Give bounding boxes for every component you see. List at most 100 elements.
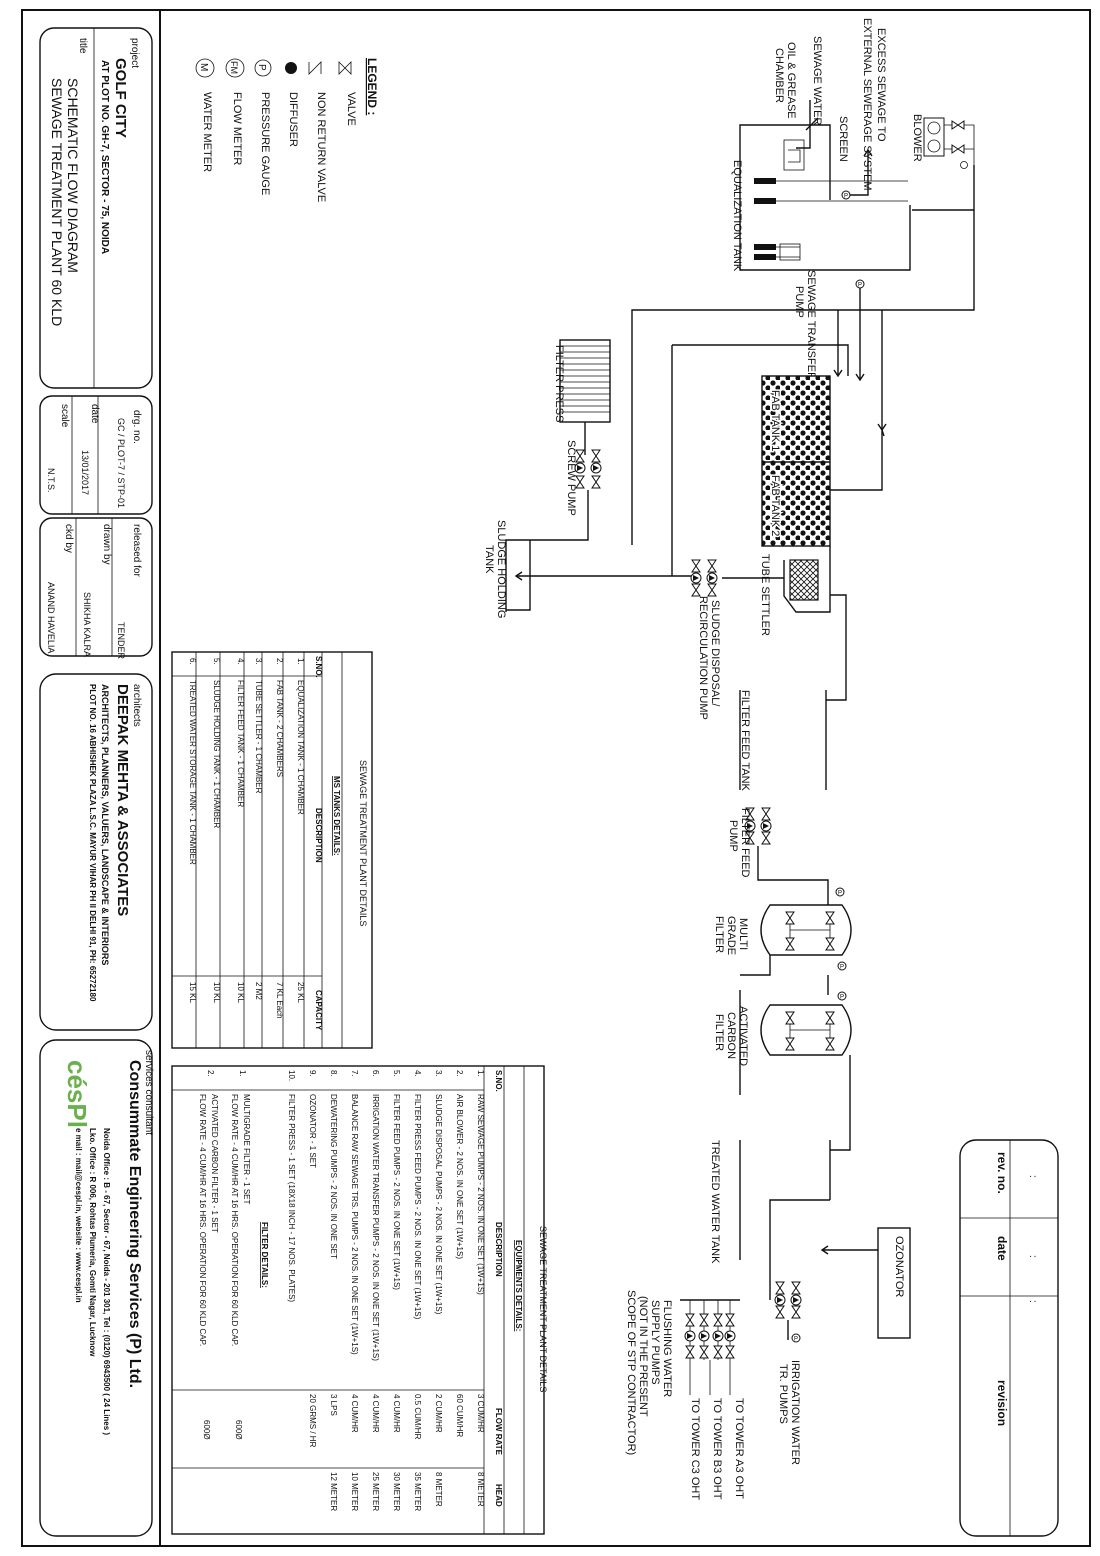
drawing-number: GC / PLOT-7 / STP-01	[116, 418, 126, 508]
checked-value: ANAND HAVELIA	[46, 582, 56, 653]
tank-row-sno: 3.	[254, 658, 263, 665]
equipment-row-sno: 10.	[287, 1070, 296, 1081]
excess-sewage-line2: EXTERNAL SEWERAGE SYSTEM	[861, 18, 873, 191]
tank-row-capacity: 10 KL	[212, 982, 221, 1003]
tank-row-capacity: 15 KL	[188, 982, 197, 1003]
equipment-row-sno: 6.	[371, 1070, 380, 1077]
drawn-label: drawn by	[101, 524, 112, 565]
tank-row-sno: 5.	[212, 658, 221, 665]
equipment-row-sno: 1.	[476, 1070, 485, 1077]
equipment-row-description: SLUDGE DISPOSAL PUMPS - 2 NOS. IN ONE SE…	[434, 1094, 443, 1315]
legend-label-flow-meter: FLOW METER	[231, 92, 243, 165]
filter-row-line2: FLOW RATE - 4 CUM/HR AT 16 HRS. OPERATIO…	[198, 1094, 207, 1346]
equipment-row-head: 8 METER	[476, 1472, 485, 1507]
equipment-table-title: SEWAGE TREATMENT PLANT DETAILS	[538, 1226, 548, 1392]
tank-row-sno: 4.	[236, 658, 245, 665]
irrigation-pump-line2: TR. PUMPS	[777, 1364, 789, 1424]
non-return-valve-icon	[308, 61, 322, 75]
equipment-row-sno: 9.	[308, 1070, 317, 1077]
legend: LEGEND : VALVE NON RETURN VALVE DIFFUSER…	[195, 58, 379, 202]
rev-text-blank: :	[1027, 1300, 1038, 1303]
screen-label: SCREEN	[837, 116, 849, 162]
tank-row-sno: 2.	[275, 658, 284, 665]
filter-row-size: 600Ø	[234, 1420, 243, 1440]
equipment-row-sno: 3.	[434, 1070, 443, 1077]
pressure-gauge-icon: P	[254, 59, 272, 77]
legend-label-valve: VALVE	[345, 92, 357, 126]
irrigation-pump-icon	[774, 1281, 802, 1319]
filter-feed-pump-line1: FILTER FEED	[739, 808, 751, 878]
equipment-row-flow: 4 CUM/HR	[371, 1394, 380, 1433]
filter-row-line2: FLOW RATE - 4 CUM/HR AT 16 HRS. OPERATIO…	[230, 1094, 239, 1346]
tanks-table: SEWAGE TREATMENT PLANT DETAILS MS TANKS …	[171, 651, 373, 1049]
architects-label: architects	[131, 684, 142, 727]
tank-row-capacity: 25 KL	[296, 982, 305, 1003]
tanks-header-capacity: CAPACITY	[314, 990, 323, 1031]
tank-row-description: FILTER FEED TANK - 1 CHAMBER	[236, 680, 245, 807]
equipment-row-head: 10 METER	[350, 1472, 359, 1511]
oil-grease-chamber	[783, 139, 805, 171]
sludge-pump-icon	[690, 559, 718, 597]
tanks-header-description: DESCRIPTION	[314, 808, 323, 863]
tank-row-capacity: 10 KL	[236, 982, 245, 1003]
legend-title: LEGEND :	[365, 58, 379, 115]
tower-c3-label: TO TOWER C3 OHT	[689, 1398, 701, 1500]
multigrade-filter-line1: MULTI	[737, 918, 749, 950]
drawing-title-line1: SCHEMATIC FLOW DIAGRAM	[65, 78, 81, 273]
title-label: title	[77, 38, 88, 54]
water-meter-icon: M	[195, 58, 215, 78]
carbon-filter-line3: FILTER	[713, 1014, 725, 1051]
tank-row-description: TUBE SETTLER - 1 CHAMBER	[254, 680, 263, 794]
ozonator-box	[877, 1227, 911, 1339]
sewage-water-label: SEWAGE WATER	[811, 36, 823, 125]
released-value: TENDER	[116, 622, 126, 660]
title-strip: project GOLF CITY AT PLOT NO. GH-7, SECT…	[39, 27, 154, 1537]
architect-box	[39, 673, 153, 1031]
equipment-header-description: DESCRIPTION	[494, 1222, 503, 1277]
tower-a3-label: TO TOWER A3 OHT	[733, 1398, 745, 1499]
equipment-header-head: HEAD	[494, 1484, 503, 1507]
equipment-row-head: 25 METER	[371, 1472, 380, 1511]
rev-date-blank: :	[1027, 1255, 1038, 1258]
fab-tank-media	[761, 375, 831, 547]
equipment-row-description: FILTER FEED PUMPS - 2 NOS. IN ONE SET (1…	[392, 1094, 401, 1290]
diffuser-icon	[285, 62, 297, 74]
scale-label: scale	[59, 404, 70, 428]
oil-grease-line1: OIL & GREASE	[785, 42, 797, 119]
multigrade-filter-line2: GRADE	[725, 916, 737, 955]
filter-details-subtitle: FILTER DETAILS:	[260, 1222, 269, 1288]
equipment-row-flow: 0.5 CUM/HR	[413, 1394, 422, 1440]
equipment-table: SEWAGE TREATMENT PLANT DETAILS EQUIPMENT…	[171, 1065, 548, 1535]
fab-tank-1-label: FAB TANK 1	[769, 390, 781, 451]
rev-date-header: date	[995, 1236, 1009, 1261]
tank-row-sno: 6.	[188, 658, 197, 665]
equipment-row-sno: 8.	[329, 1070, 338, 1077]
tank-row-sno: 1.	[296, 658, 305, 665]
activated-carbon-filter	[739, 990, 852, 1095]
carbon-filter-line2: CARBON	[725, 1012, 737, 1059]
drawing-number-label: drg. no.	[131, 410, 142, 444]
carbon-filter-line1: ACTIVATED	[737, 1006, 749, 1066]
flushing-pumps-line1: FLUSHING WATER	[661, 1300, 673, 1397]
equalization-tank-label: EQUALIZATION TANK	[731, 160, 743, 272]
project-box	[39, 27, 153, 389]
equipment-row-description: FILTER PRESS - 1 SET (18X18 INCH - 17 NO…	[287, 1094, 296, 1302]
equipment-row-flow: 3 CUM/HR	[476, 1394, 485, 1433]
filter-press-label: FILTER PRESS	[553, 345, 565, 422]
consultant-line1: Noida Office : B - 67, Sector - 67, Noid…	[102, 1128, 111, 1435]
equipment-row-flow: 20 GRMS / HR	[308, 1394, 317, 1448]
valve-icon	[338, 61, 352, 75]
equipment-row-flow: 2 CUM/HR	[434, 1394, 443, 1433]
tower-b3-label: TO TOWER B3 OHT	[711, 1398, 723, 1500]
blower-icon	[923, 117, 975, 169]
drawn-value: SHIKHA KALRA	[82, 592, 92, 657]
tanks-table-title: SEWAGE TREATMENT PLANT DETAILS	[358, 760, 368, 926]
equipment-row-head: 30 METER	[392, 1472, 401, 1511]
checked-label: ckd by	[63, 524, 74, 553]
drawing-title-line2: SEWAGE TREATMENT PLANT 60 KLD	[49, 78, 65, 326]
architect-line1: ARCHITECTS, PLANNERS, VALUERS, LANDSCAPE…	[100, 684, 110, 965]
project-label: project	[129, 38, 140, 68]
legend-label-diffuser: DIFFUSER	[287, 92, 299, 147]
equipment-row-description: BALANCE RAW SEWAGE TRS. PUMPS - 2 NOS. I…	[350, 1094, 359, 1355]
